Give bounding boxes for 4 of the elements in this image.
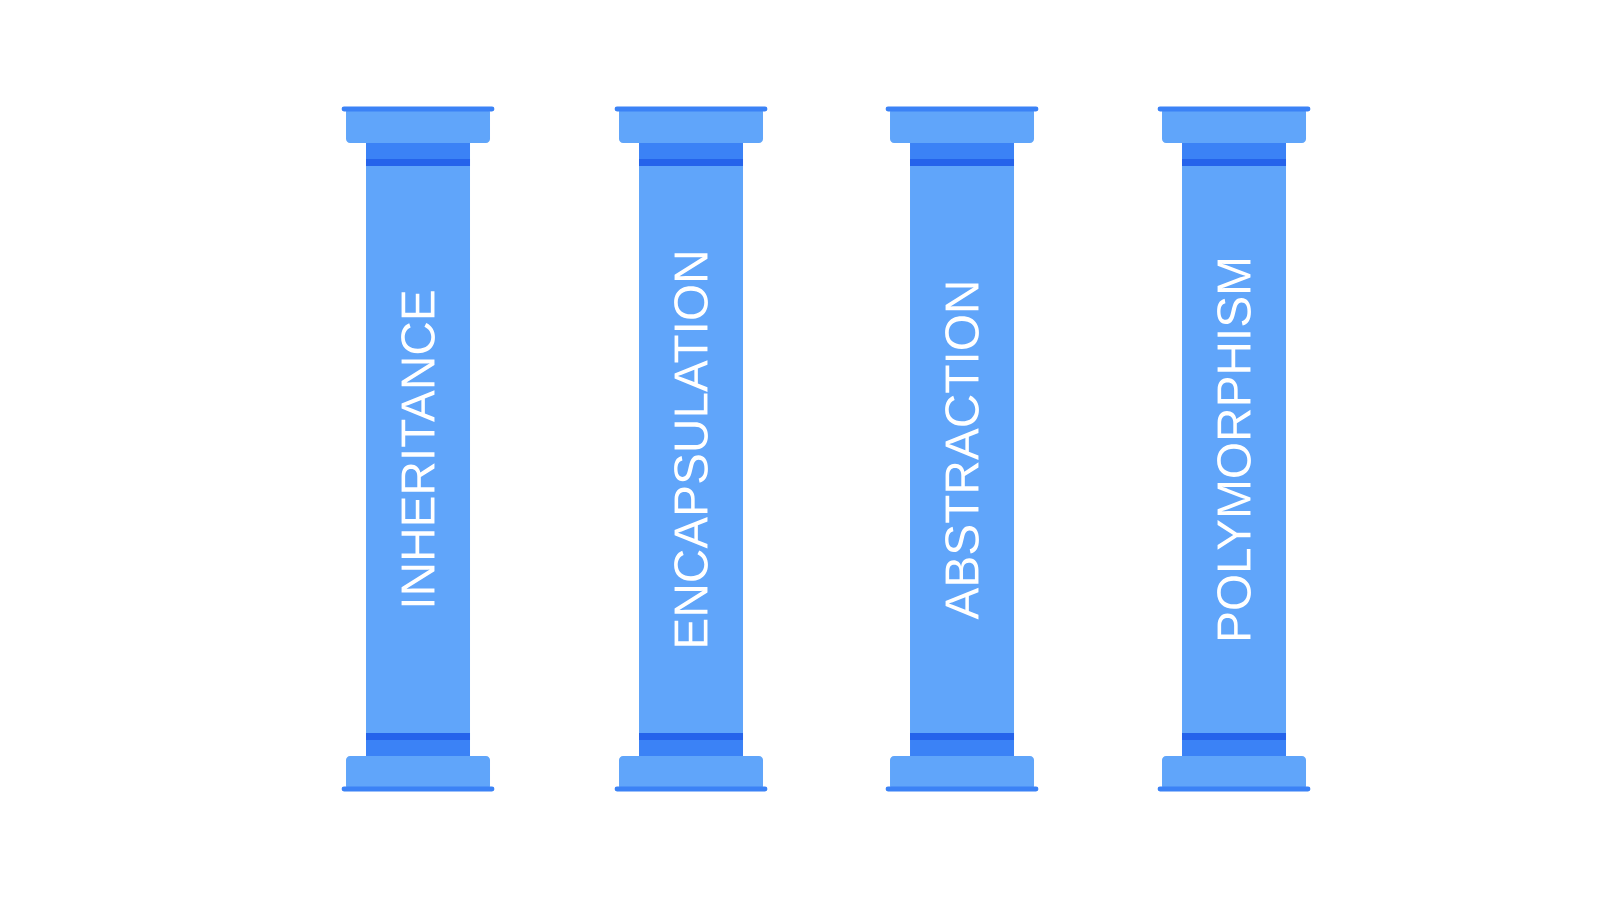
pillar: INHERITANCE bbox=[341, 106, 495, 792]
pillar: ABSTRACTION bbox=[885, 106, 1039, 792]
pillar: ENCAPSULATION bbox=[614, 106, 768, 792]
pillar: POLYMORPHISM bbox=[1157, 106, 1311, 792]
